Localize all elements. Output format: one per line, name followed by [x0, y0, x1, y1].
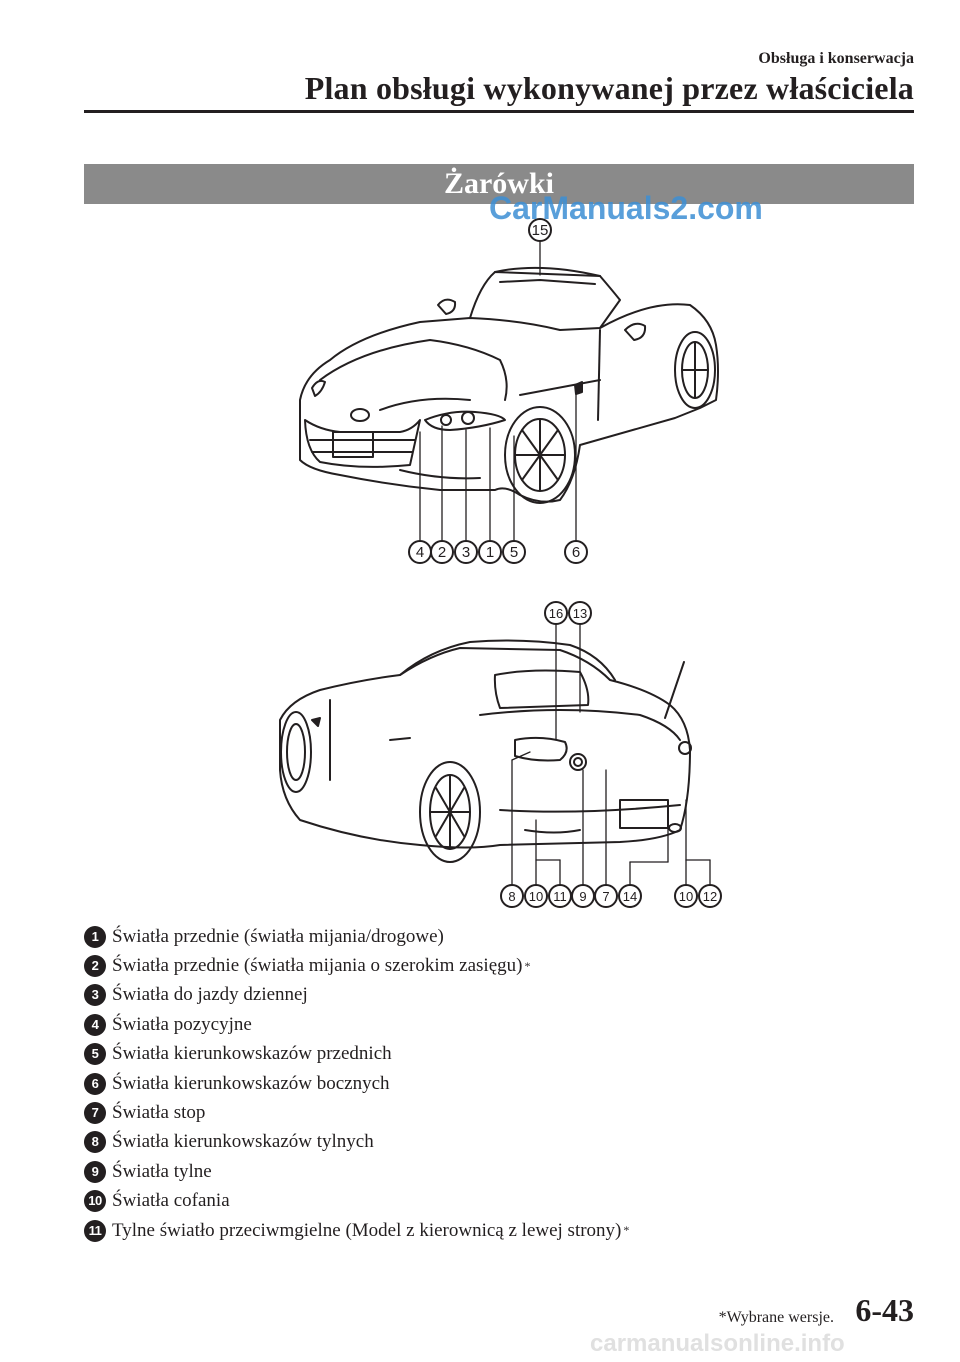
legend-item: 7 Światła stop — [84, 1098, 864, 1127]
callout-label: 4 — [416, 544, 424, 561]
callout-label: 8 — [508, 889, 515, 904]
legend-text: Światła przednie (światła mijania/drogow… — [112, 925, 444, 947]
asterisk: * — [623, 1223, 630, 1238]
legend-text: Światła kierunkowskazów przednich — [112, 1043, 392, 1065]
callout-10: 10 — [524, 884, 548, 908]
header-rule — [84, 110, 914, 113]
callout-label: 6 — [572, 544, 580, 561]
callout-8: 8 — [500, 884, 524, 908]
legend-item: 2 Światła przednie (światła mijania o sz… — [84, 951, 864, 980]
callout-5: 5 — [502, 540, 526, 564]
legend-text: Światła pozycyjne — [112, 1013, 252, 1035]
legend-text: Światła przednie (światła mijania o szer… — [112, 955, 523, 977]
watermark-bottom: carmanualsonline.info — [590, 1330, 845, 1357]
legend-item: 10 Światła cofania — [84, 1187, 864, 1216]
callout-label: 7 — [602, 889, 609, 904]
callout-2: 2 — [430, 540, 454, 564]
legend-item: 5 Światła kierunkowskazów przednich — [84, 1040, 864, 1069]
callout-label: 10 — [529, 889, 543, 904]
callout-label: 13 — [573, 606, 587, 621]
front-callouts: 15 4 2 3 1 5 6 — [408, 218, 588, 564]
footer-note: *Wybrane wersje. — [718, 1309, 834, 1326]
legend-item: 6 Światła kierunkowskazów bocznych — [84, 1069, 864, 1098]
legend-text: Światła stop — [112, 1102, 206, 1124]
legend-text: Światła kierunkowskazów bocznych — [112, 1072, 390, 1094]
callout-13: 13 — [568, 601, 592, 625]
callout-14: 14 — [618, 884, 642, 908]
legend-item: 3 Światła do jazdy dziennej — [84, 981, 864, 1010]
legend-number: 7 — [84, 1102, 106, 1125]
callout-10-right: 10 — [674, 884, 698, 908]
front-leader-lines — [419, 239, 577, 546]
callout-12: 12 — [698, 884, 722, 908]
legend-item: 1 Światła przednie (światła mijania/drog… — [84, 922, 864, 951]
legend-number: 5 — [84, 1043, 106, 1066]
legend-number: 4 — [84, 1013, 106, 1036]
legend-text: Światła cofania — [112, 1190, 230, 1212]
callout-15: 15 — [528, 218, 552, 242]
section-band-title: Żarówki — [84, 164, 914, 204]
legend-number: 10 — [84, 1190, 106, 1213]
callout-label: 5 — [510, 544, 518, 561]
legend-number: 9 — [84, 1160, 106, 1183]
legend-list: 1 Światła przednie (światła mijania/drog… — [84, 922, 864, 1245]
callout-11: 11 — [548, 884, 572, 908]
legend-item: 8 Światła kierunkowskazów tylnych — [84, 1128, 864, 1157]
callout-6: 6 — [564, 540, 588, 564]
legend-text: Światła do jazdy dziennej — [112, 984, 308, 1006]
legend-item: 11 Tylne światło przeciwmgielne (Model z… — [84, 1216, 864, 1245]
callout-label: 16 — [549, 606, 563, 621]
legend-item: 4 Światła pozycyjne — [84, 1010, 864, 1039]
callout-1: 1 — [478, 540, 502, 564]
legend-number: 3 — [84, 984, 106, 1007]
watermark-top: CarManuals2.com — [489, 190, 763, 226]
callout-7: 7 — [594, 884, 618, 908]
page-number: 6-43 — [855, 1292, 914, 1328]
legend-text: Światła tylne — [112, 1160, 212, 1182]
callout-9: 9 — [571, 884, 595, 908]
legend-number: 2 — [84, 955, 106, 978]
legend-number: 11 — [84, 1219, 106, 1242]
page-title: Plan obsługi wykonywanej przez właścicie… — [304, 70, 914, 106]
callout-label: 9 — [579, 889, 586, 904]
callout-label: 15 — [532, 222, 549, 239]
rear-callouts: 16 13 8 10 11 9 7 14 — [500, 601, 722, 908]
rear-leader-lines — [511, 623, 711, 887]
callout-4: 4 — [408, 540, 432, 564]
legend-number: 1 — [84, 925, 106, 948]
callout-16: 16 — [544, 601, 568, 625]
legend-number: 6 — [84, 1072, 106, 1095]
callout-label: 10 — [679, 889, 693, 904]
asterisk: * — [524, 958, 531, 973]
legend-number: 8 — [84, 1131, 106, 1154]
rear-car-illustration — [279, 639, 692, 863]
callout-3: 3 — [454, 540, 478, 564]
front-car-illustration — [299, 266, 719, 504]
callout-label: 1 — [486, 544, 494, 561]
legend-item: 9 Światła tylne — [84, 1157, 864, 1186]
callout-label: 14 — [623, 889, 637, 904]
callout-label: 11 — [553, 889, 567, 904]
callout-label: 2 — [438, 544, 446, 561]
car-illustrations: 15 4 2 3 1 5 6 — [279, 218, 722, 908]
section-title: Obsługa i konserwacja — [758, 50, 914, 67]
callout-label: 12 — [703, 889, 717, 904]
callout-label: 3 — [462, 544, 470, 561]
legend-text: Tylne światło przeciwmgielne (Model z ki… — [112, 1219, 622, 1241]
legend-text: Światła kierunkowskazów tylnych — [112, 1131, 374, 1153]
